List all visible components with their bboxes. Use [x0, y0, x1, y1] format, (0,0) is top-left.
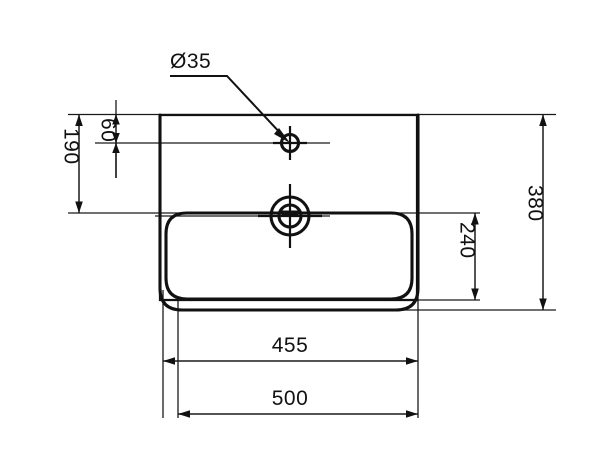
dimension-240: 240 [456, 213, 479, 300]
dimension-label-190: 190 [60, 128, 83, 165]
dimension-380: 380 [524, 114, 547, 310]
dimension-label-455: 455 [272, 334, 309, 357]
dimension-label-60: 60 [97, 118, 120, 142]
dimension-60: 60 [97, 114, 120, 178]
bowl-rim-outline [164, 211, 414, 301]
waste-drain [258, 184, 322, 248]
dimension-190: 190 [60, 114, 83, 213]
dimension-label-240: 240 [456, 222, 479, 259]
diameter-leader-line [170, 75, 290, 143]
dimension-label-500: 500 [272, 387, 309, 410]
dimension-label-380: 380 [524, 185, 547, 222]
extension-lines [68, 100, 556, 418]
dimension-500: 500 [178, 387, 418, 418]
dimension-455: 455 [163, 334, 418, 365]
basin-front-profile [158, 113, 420, 312]
dimension-label-diameter-35: Ø35 [170, 50, 211, 73]
